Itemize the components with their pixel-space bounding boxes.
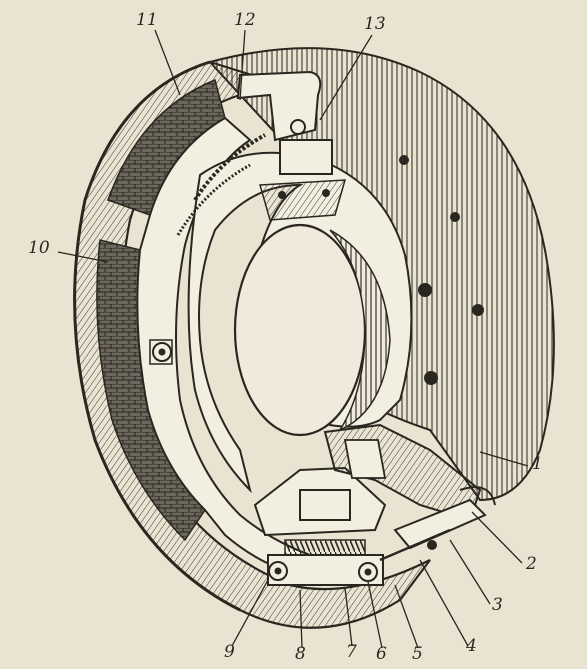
callout-5: 5: [412, 644, 423, 664]
top-anchor: [236, 70, 347, 221]
callout-6: 6: [376, 644, 387, 664]
bottom-adjuster: [253, 466, 387, 586]
callout-11: 11: [136, 10, 158, 30]
callout-8: 8: [295, 644, 306, 664]
callout-10: 10: [28, 238, 50, 258]
callout-1: 1: [532, 454, 543, 474]
callout-13: 13: [364, 14, 386, 34]
callout-3: 3: [492, 595, 503, 615]
hub-opening: [233, 223, 391, 437]
leader-lines: [57, 29, 529, 649]
callout-7: 7: [346, 642, 357, 662]
callout-9: 9: [224, 642, 235, 662]
cam-lever: [323, 423, 496, 562]
callout-4: 4: [466, 636, 477, 656]
return-spring-top: [176, 133, 266, 236]
callout-2: 2: [526, 554, 537, 574]
callout-12: 12: [234, 10, 256, 30]
